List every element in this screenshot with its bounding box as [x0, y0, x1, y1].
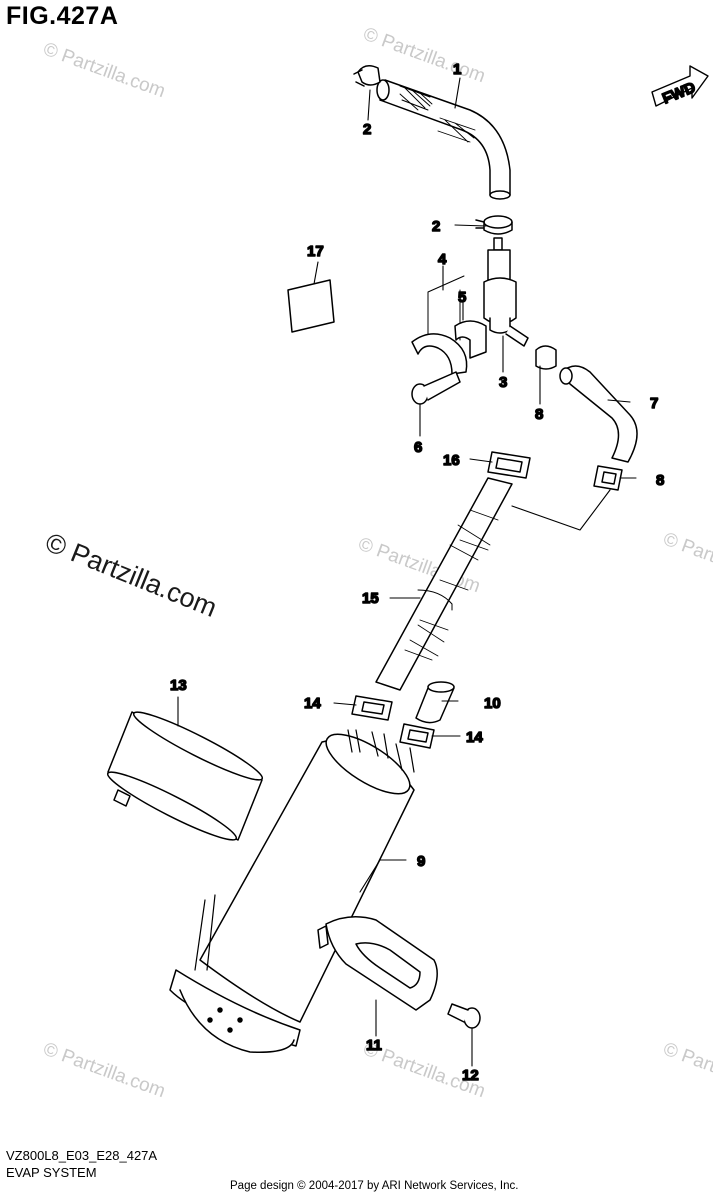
part-1-hose — [376, 79, 511, 200]
part-16-clip — [487, 451, 531, 479]
callout-4: 4 — [438, 251, 447, 268]
callout-7: 7 — [650, 395, 658, 412]
part-14-clip-right — [399, 723, 435, 749]
callout-12: 12 — [462, 1067, 479, 1084]
model-code: VZ800L8_E03_E28_427A — [6, 1148, 158, 1163]
part-13-filter — [106, 711, 264, 841]
callout-13: 13 — [170, 677, 187, 694]
callout-9: 9 — [417, 853, 425, 870]
leader-lines — [177, 77, 637, 1067]
callout-10: 10 — [484, 695, 501, 712]
credit-footer: Page design © 2004-2017 by ARI Network S… — [230, 1180, 519, 1192]
callout-2: 2 — [363, 121, 371, 138]
callout-14: 14 — [466, 729, 483, 746]
part-10-hose — [415, 681, 455, 724]
part-8-clip-lower — [593, 465, 623, 491]
system-name: EVAP SYSTEM — [6, 1165, 97, 1180]
callout-17: 17 — [307, 243, 324, 260]
fwd-arrow-icon: FWD — [651, 65, 709, 108]
callout-5: 5 — [458, 289, 466, 306]
part-17-label — [287, 279, 335, 333]
callout-14: 14 — [304, 695, 321, 712]
figure-title: FIG.427A — [6, 2, 119, 30]
callout-8: 8 — [535, 406, 543, 423]
part-8-clip-upper — [535, 345, 557, 370]
part-14-clip-left — [351, 695, 393, 721]
callout-3: 3 — [499, 374, 507, 391]
callout-6: 6 — [414, 439, 422, 456]
part-12-screw — [447, 1003, 481, 1029]
part-3-valve — [483, 237, 529, 347]
part-2-clip-upper — [353, 65, 381, 87]
part-4-5-bracket — [411, 275, 487, 375]
callout-2: 2 — [432, 218, 440, 235]
callout-11: 11 — [366, 1037, 382, 1054]
callout-1: 1 — [453, 61, 461, 78]
callout-8: 8 — [656, 472, 664, 489]
callout-15: 15 — [362, 590, 379, 607]
part-9-canister — [169, 729, 415, 1053]
part-2-clip-lower — [475, 215, 513, 235]
part-7-hose — [559, 365, 638, 463]
fwd-label: FWD — [660, 79, 698, 108]
part-6-bolt — [411, 371, 461, 405]
part-11-bracket — [317, 916, 438, 1011]
callout-16: 16 — [443, 452, 460, 469]
part-15-hose — [375, 477, 513, 691]
